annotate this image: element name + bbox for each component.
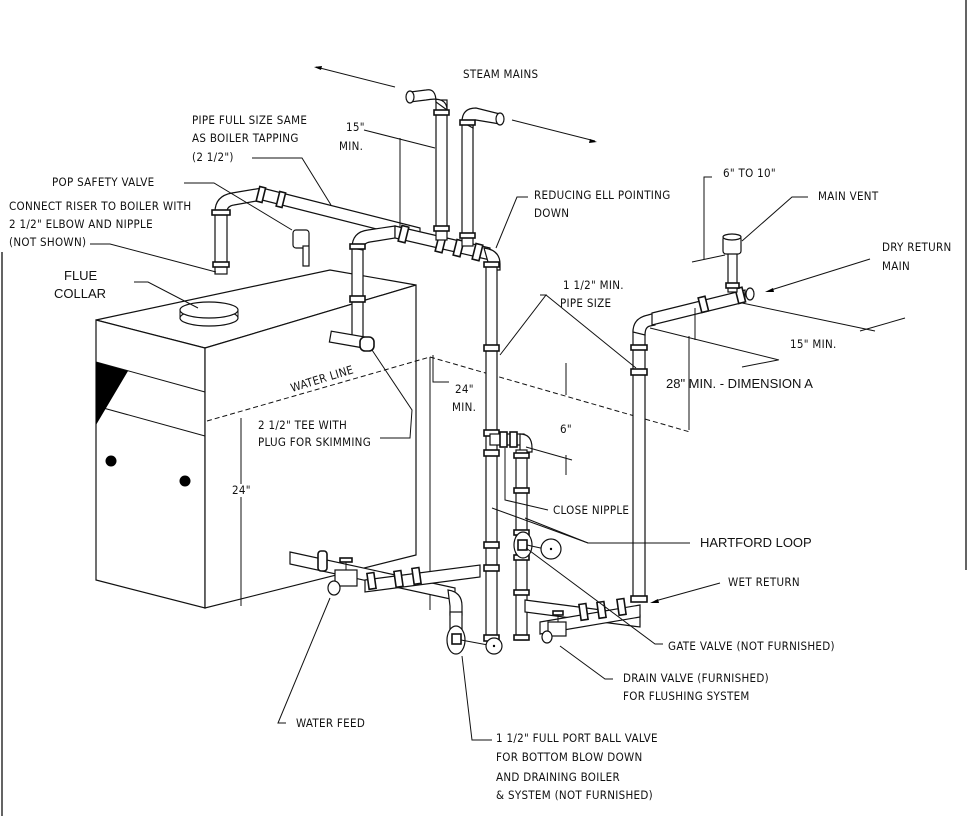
leader-lines <box>90 66 906 741</box>
label-pipe-full-size-3: (2 1/2") <box>192 150 234 164</box>
label-dim-15-top-min: MIN. <box>339 139 363 153</box>
label-main-vent: MAIN VENT <box>818 189 879 203</box>
return-piping <box>524 233 755 644</box>
label-pipe-full-size: PIPE FULL SIZE SAME <box>192 113 307 127</box>
label-dim-24-left: 24" <box>232 483 251 497</box>
label-connect-riser-3: (NOT SHOWN) <box>9 235 86 249</box>
label-min-pipe-size-2: PIPE SIZE <box>560 296 611 310</box>
bottom-piping <box>289 550 503 655</box>
label-dim-6: 6" <box>560 422 572 436</box>
label-ball-valve-2: FOR BOTTOM BLOW DOWN <box>496 750 643 764</box>
label-dim-6-to-10: 6" TO 10" <box>723 166 776 180</box>
label-dim-24-mid: 24" <box>455 382 474 396</box>
label-ball-valve: 1 1/2" FULL PORT BALL VALVE <box>496 731 658 745</box>
label-close-nipple: CLOSE NIPPLE <box>553 503 629 517</box>
label-steam-mains: STEAM MAINS <box>463 67 538 81</box>
label-flue-collar: FLUE <box>64 268 98 283</box>
label-dry-return-2: MAIN <box>882 259 910 273</box>
label-dry-return: DRY RETURN <box>882 240 952 254</box>
label-connect-riser-2: 2 1/2" ELBOW AND NIPPLE <box>9 217 153 231</box>
label-ball-valve-4: & SYSTEM (NOT FURNISHED) <box>496 788 653 802</box>
label-tee-skimming: 2 1/2" TEE WITH <box>258 418 347 432</box>
label-dim-24-mid-min: MIN. <box>452 400 476 414</box>
labels: STEAM MAINS PIPE FULL SIZE SAME AS BOILE… <box>9 67 952 802</box>
label-water-feed: WATER FEED <box>296 716 365 730</box>
label-pipe-full-size-2: AS BOILER TAPPING <box>192 131 299 145</box>
label-dim-15-top: 15" <box>346 120 365 134</box>
sight-port-2 <box>179 475 191 487</box>
label-connect-riser: CONNECT RISER TO BOILER WITH <box>9 199 191 213</box>
label-drain-valve: DRAIN VALVE (FURNISHED) <box>623 671 769 685</box>
sight-port-1 <box>105 455 117 467</box>
boiler <box>95 269 691 610</box>
supply-piping <box>211 89 562 642</box>
label-pop-safety-valve: POP SAFETY VALVE <box>52 175 155 189</box>
label-tee-skimming-2: PLUG FOR SKIMMING <box>258 435 371 449</box>
label-flue-collar-2: COLLAR <box>54 286 106 301</box>
label-hartford-loop: HARTFORD LOOP <box>700 535 812 550</box>
flue-collar <box>179 301 239 327</box>
label-drain-valve-2: FOR FLUSHING SYSTEM <box>623 689 750 703</box>
label-dimension-a: 28" MIN. - DIMENSION A <box>666 376 813 391</box>
label-gate-valve: GATE VALVE (NOT FURNISHED) <box>668 639 835 653</box>
burner-opening <box>96 362 128 425</box>
label-dim-15-right: 15" MIN. <box>790 337 837 351</box>
label-ball-valve-3: AND DRAINING BOILER <box>496 770 620 784</box>
label-reducing-ell-2: DOWN <box>534 206 569 220</box>
label-reducing-ell: REDUCING ELL POINTING <box>534 188 671 202</box>
label-wet-return: WET RETURN <box>728 575 800 589</box>
label-min-pipe-size: 1 1/2" MIN. <box>563 278 624 292</box>
